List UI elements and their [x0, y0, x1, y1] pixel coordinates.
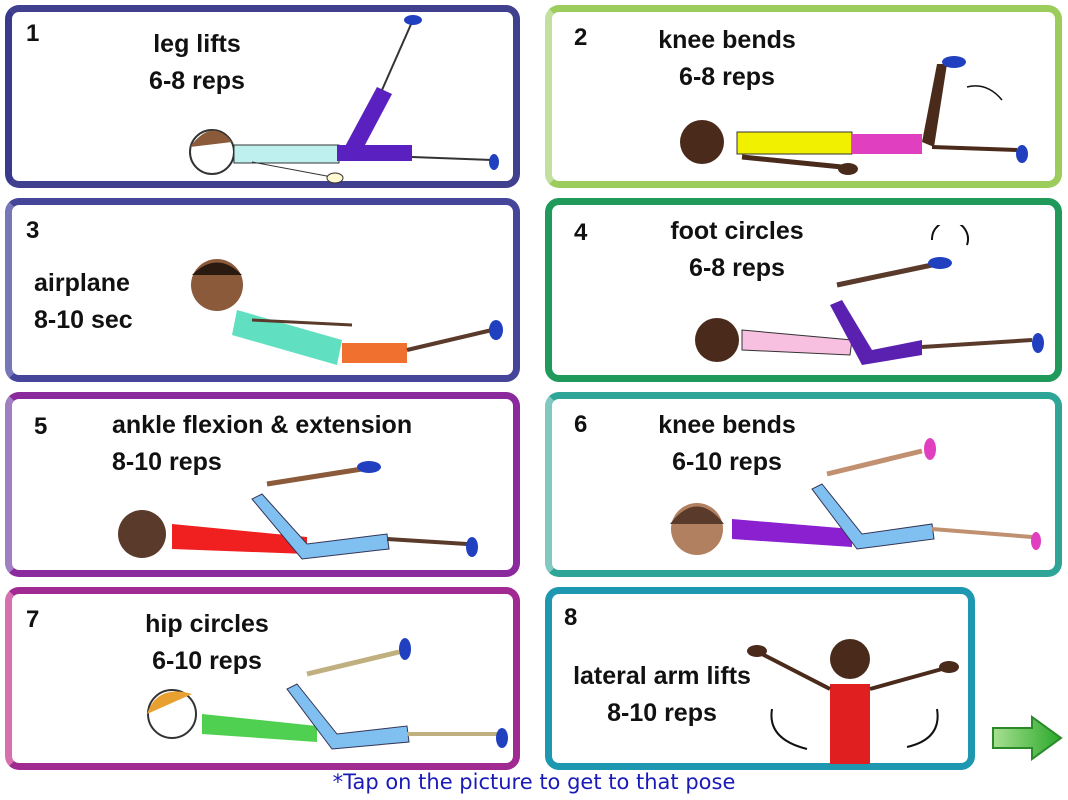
pose-number: 1 — [26, 20, 40, 47]
ankle-flexion-illustration — [118, 461, 478, 560]
pose-number: 3 — [26, 217, 40, 244]
tap-hint: *Tap on the picture to get to that pose — [332, 770, 736, 794]
leg-lifts-illustration — [189, 15, 499, 184]
airplane-illustration — [191, 259, 503, 365]
knee-bends-illustration — [670, 438, 1041, 555]
hip-circles-illustration — [147, 638, 508, 750]
pose-number: 2 — [574, 24, 588, 51]
pose-number: 5 — [34, 413, 48, 440]
knee-bends-illustration — [680, 56, 1028, 175]
pose-number: 6 — [574, 411, 588, 438]
pose-number: 8 — [564, 604, 578, 631]
lateral-arm-lifts-illustration — [747, 639, 959, 764]
pose-number: 7 — [26, 606, 40, 633]
foot-circles-illustration — [695, 225, 1044, 365]
pose-number: 4 — [574, 219, 588, 246]
arrow-right-icon[interactable] — [990, 714, 1064, 762]
